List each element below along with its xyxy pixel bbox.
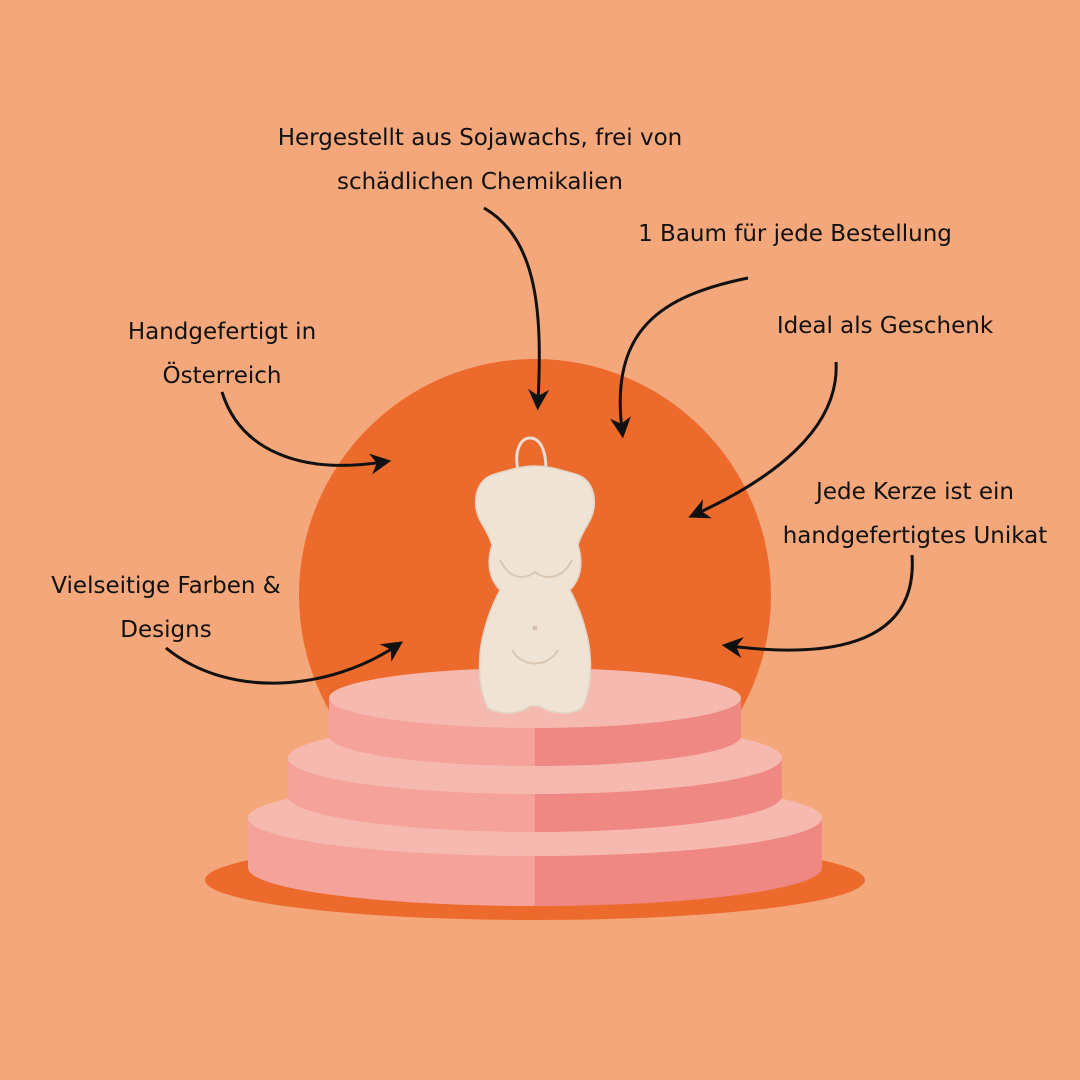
curved-arrow-icon <box>688 361 838 519</box>
feature-soy-wax: Hergestellt aus Sojawachs, frei von schä… <box>230 116 730 204</box>
curved-arrow-icon <box>165 641 403 685</box>
feature-designs-line1: Vielseitige Farben & <box>51 573 281 599</box>
feature-unique-line1: Jede Kerze ist ein <box>816 479 1014 505</box>
curved-arrow-icon <box>610 276 749 439</box>
feature-gift-line1: Ideal als Geschenk <box>776 313 994 339</box>
female-torso-candle-icon <box>474 436 596 714</box>
feature-designs: Vielseitige Farben & Designs <box>30 564 302 652</box>
feature-unique: Jede Kerze ist ein handgefertigtes Unika… <box>760 470 1070 558</box>
feature-handmade-austria-line2: Österreich <box>162 363 282 389</box>
curved-arrow-icon <box>220 391 392 475</box>
feature-soy-wax-line2: schädlichen Chemikalien <box>336 169 624 195</box>
feature-handmade-austria: Handgefertigt in Österreich <box>100 310 344 398</box>
feature-tree: 1 Baum für jede Bestellung <box>610 212 980 256</box>
feature-tree-line1: 1 Baum für jede Bestellung <box>638 221 952 247</box>
feature-soy-wax-line1: Hergestellt aus Sojawachs, frei von <box>277 125 683 151</box>
curved-arrow-icon <box>721 554 914 659</box>
feature-designs-line2: Designs <box>120 617 212 643</box>
feature-unique-line2: handgefertigtes Unikat <box>782 523 1048 549</box>
feature-gift: Ideal als Geschenk <box>740 304 1030 348</box>
feature-handmade-austria-line1: Handgefertigt in <box>127 319 317 345</box>
curved-arrow-icon <box>483 206 550 411</box>
